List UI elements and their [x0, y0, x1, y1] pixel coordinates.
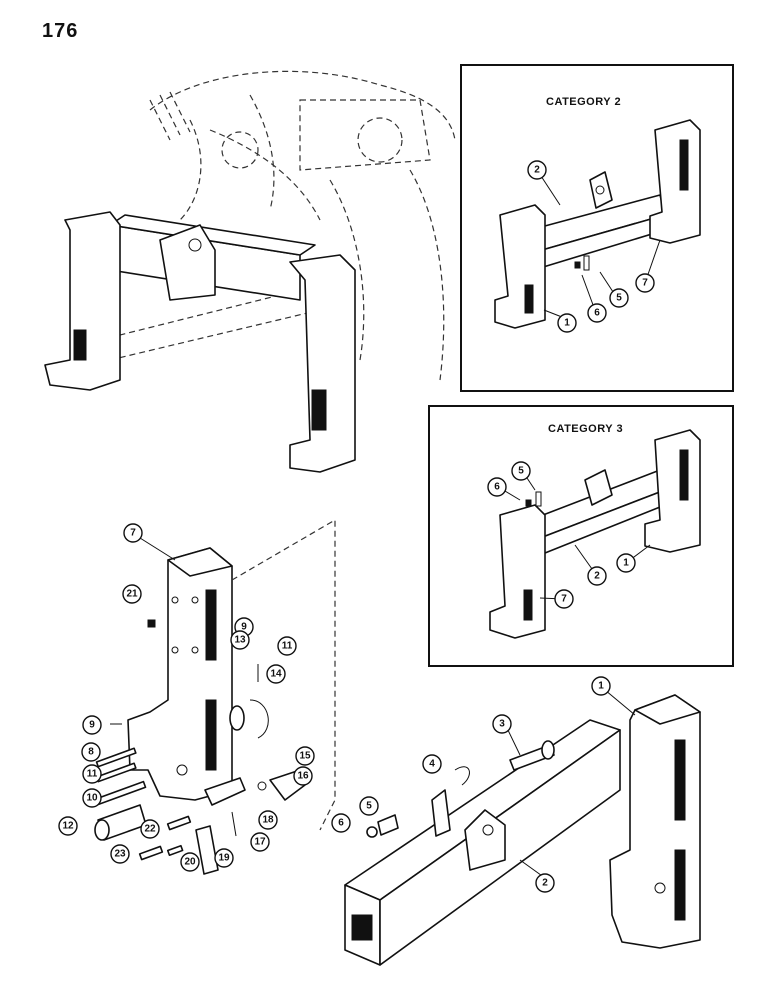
- callout-exp-20: 20: [180, 852, 200, 872]
- callout-cat2-1: 1: [557, 313, 577, 333]
- svg-text:5: 5: [518, 466, 524, 477]
- callout-exp-15: 15: [295, 746, 315, 766]
- exploded-hook-assembly: [127, 518, 336, 831]
- callout-markers: 2 7 5 6 1 5 6 1 2 7 7 21 9 13 11 14 15 1…: [58, 160, 655, 893]
- svg-text:8: 8: [88, 747, 94, 758]
- svg-text:5: 5: [616, 293, 622, 304]
- callout-cat3-2: 2: [587, 566, 607, 586]
- callout-exp-7: 7: [123, 523, 143, 543]
- svg-text:2: 2: [534, 165, 540, 176]
- svg-text:1: 1: [623, 558, 629, 569]
- callout-exp-22: 22: [140, 819, 160, 839]
- svg-text:6: 6: [338, 818, 344, 829]
- svg-text:2: 2: [594, 571, 600, 582]
- callout-exp-12: 12: [58, 816, 78, 836]
- svg-text:22: 22: [144, 824, 156, 835]
- category-3-panel: CATEGORY 3: [428, 405, 734, 667]
- callout-exp-14: 14: [266, 664, 286, 684]
- svg-text:11: 11: [282, 641, 293, 652]
- callout-exp-19: 19: [214, 848, 234, 868]
- svg-text:5: 5: [366, 801, 372, 812]
- callout-exp-10: 10: [82, 788, 102, 808]
- callout-bar-6: 6: [331, 813, 351, 833]
- callout-bar-1: 1: [591, 676, 611, 696]
- svg-text:20: 20: [184, 857, 196, 868]
- callout-exp-8: 8: [81, 742, 101, 762]
- svg-text:19: 19: [218, 853, 230, 864]
- svg-text:21: 21: [126, 589, 138, 600]
- svg-text:7: 7: [561, 594, 567, 605]
- svg-text:18: 18: [262, 815, 274, 826]
- page-number: 176: [42, 20, 79, 42]
- svg-text:16: 16: [297, 771, 309, 782]
- callout-cat3-1: 1: [616, 553, 636, 573]
- svg-text:3: 3: [499, 719, 505, 730]
- crossbar-assembly: [344, 719, 621, 966]
- svg-text:17: 17: [254, 837, 266, 848]
- svg-text:7: 7: [642, 278, 648, 289]
- exploded-small-parts: [94, 619, 306, 875]
- callout-bar-2: 2: [535, 873, 555, 893]
- callout-cat3-6: 6: [487, 477, 507, 497]
- svg-text:1: 1: [598, 681, 604, 692]
- separate-hook: [609, 694, 701, 949]
- quick-hitch-assembly: [44, 211, 356, 473]
- callout-exp-18: 18: [258, 810, 278, 830]
- callout-exp-16: 16: [293, 766, 313, 786]
- svg-text:9: 9: [241, 622, 247, 633]
- category-3-title: CATEGORY 3: [548, 423, 624, 435]
- callout-cat2-5: 5: [609, 288, 629, 308]
- category-2-title: CATEGORY 2: [546, 96, 622, 108]
- category-2-hitch: [494, 119, 701, 329]
- svg-text:10: 10: [86, 793, 98, 804]
- svg-text:13: 13: [234, 635, 246, 646]
- svg-text:9: 9: [89, 720, 95, 731]
- svg-text:12: 12: [62, 821, 74, 832]
- callout-exp-9b: 9: [82, 715, 102, 735]
- callout-cat2-6: 6: [587, 303, 607, 323]
- callout-exp-21: 21: [122, 584, 142, 604]
- callout-exp-13: 13: [230, 630, 250, 650]
- svg-text:15: 15: [299, 751, 311, 762]
- svg-text:6: 6: [494, 482, 500, 493]
- callout-bar-3: 3: [492, 714, 512, 734]
- svg-text:2: 2: [542, 878, 548, 889]
- svg-text:7: 7: [130, 528, 136, 539]
- svg-text:1: 1: [564, 318, 570, 329]
- tractor-background-outline: [99, 70, 456, 381]
- callout-cat2-7: 7: [635, 273, 655, 293]
- callout-cat2-2: 2: [527, 160, 547, 180]
- svg-text:6: 6: [594, 308, 600, 319]
- svg-text:11: 11: [87, 769, 98, 780]
- svg-text:14: 14: [270, 669, 282, 680]
- callout-cat3-5: 5: [511, 461, 531, 481]
- callout-exp-17: 17: [250, 832, 270, 852]
- callout-bar-4: 4: [422, 754, 442, 774]
- callout-exp-23: 23: [110, 844, 130, 864]
- svg-text:23: 23: [114, 849, 126, 860]
- category-3-hitch: [489, 429, 701, 639]
- svg-text:4: 4: [429, 759, 435, 770]
- callout-exp-11a: 11: [277, 636, 297, 656]
- category-2-panel: CATEGORY 2: [460, 64, 734, 392]
- callout-cat3-7: 7: [554, 589, 574, 609]
- callout-exp-11b: 11: [82, 764, 102, 784]
- callout-bar-5: 5: [359, 796, 379, 816]
